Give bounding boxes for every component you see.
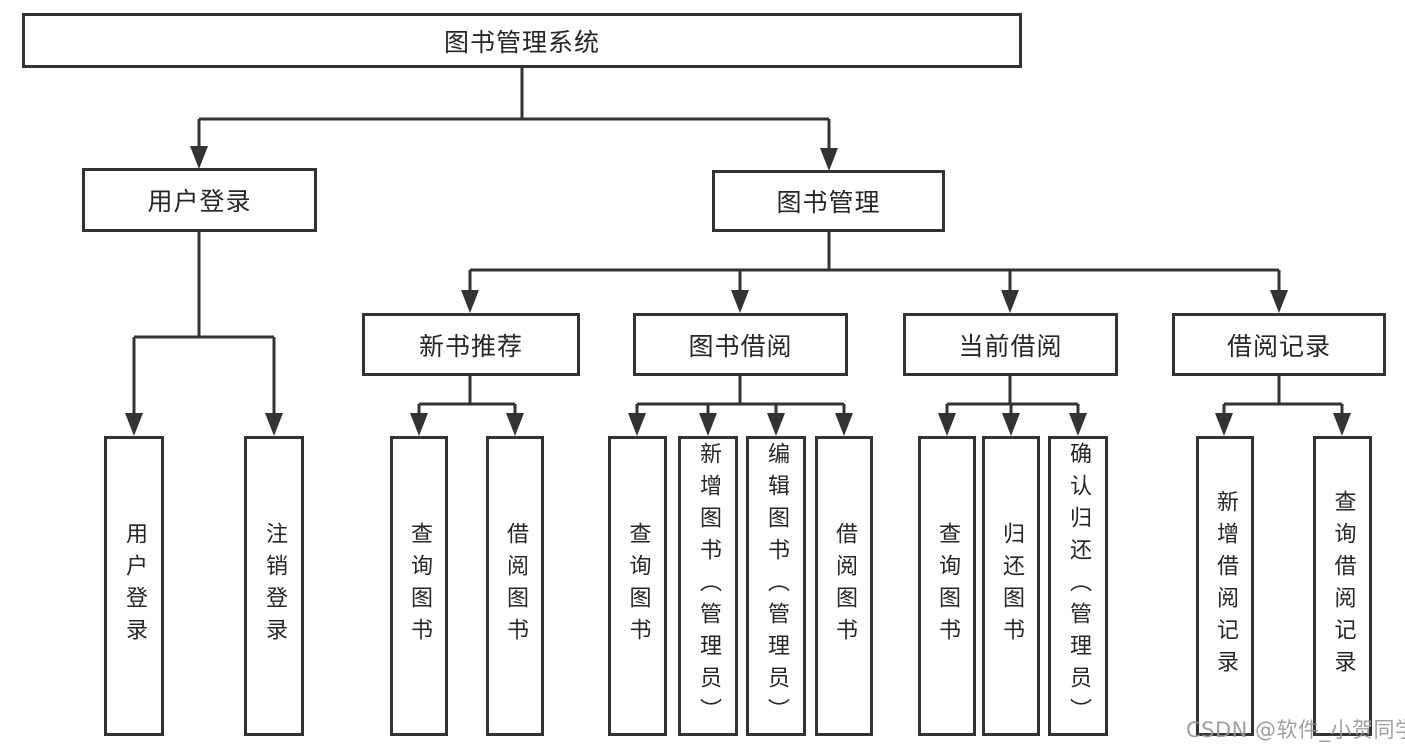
node-label: 新书推荐 xyxy=(418,331,523,361)
leaf-query-borrow-record: 查询借阅记录 xyxy=(1313,436,1372,736)
leaf-confirm-return-admin: 确认归还（管理员） xyxy=(1048,436,1108,736)
node-label: 借阅记录 xyxy=(1226,331,1331,361)
leaf-edit-books-admin: 编辑图书（管理员） xyxy=(746,436,806,736)
leaf-query-books-borrowing: 查询图书 xyxy=(608,436,667,736)
node-label: 归还图书 xyxy=(999,522,1024,650)
leaf-query-books-current: 查询图书 xyxy=(918,436,976,736)
node-label: 查询借阅记录 xyxy=(1330,490,1356,682)
node-borrowing-records: 借阅记录 xyxy=(1172,313,1386,376)
node-label: 借阅图书 xyxy=(503,522,528,650)
leaf-user-login: 用户登录 xyxy=(104,436,164,736)
node-label: 注销登录 xyxy=(262,522,287,650)
node-label: 图书借阅 xyxy=(688,331,793,361)
node-label: 确认归还（管理员） xyxy=(1066,442,1091,730)
node-book-management: 图书管理 xyxy=(712,170,945,232)
node-label: 新增借阅记录 xyxy=(1213,490,1238,682)
node-label: 编辑图书（管理员） xyxy=(764,442,789,730)
leaf-add-borrow-record: 新增借阅记录 xyxy=(1196,436,1254,736)
node-label: 查询图书 xyxy=(625,522,651,650)
node-label: 用户登录 xyxy=(122,522,147,650)
node-label: 借阅图书 xyxy=(832,522,857,650)
node-label: 图书管理系统 xyxy=(443,27,600,57)
leaf-return-books: 归还图书 xyxy=(982,436,1040,736)
leaf-add-books-admin: 新增图书（管理员） xyxy=(678,436,738,736)
node-label: 查询图书 xyxy=(407,522,432,650)
node-label: 当前借阅 xyxy=(958,331,1063,361)
node-book-borrowing: 图书借阅 xyxy=(633,313,848,376)
leaf-query-books-recommend: 查询图书 xyxy=(390,436,448,736)
node-label: 用户登录 xyxy=(147,187,252,216)
node-user-login: 用户登录 xyxy=(82,168,317,232)
csdn-watermark: CSDN @软件_小贺同学 xyxy=(1186,718,1405,742)
leaf-borrow-books-recommend: 借阅图书 xyxy=(486,436,544,736)
node-label: 图书管理 xyxy=(776,188,881,217)
node-current-borrowing: 当前借阅 xyxy=(903,313,1118,376)
node-label: 新增图书（管理员） xyxy=(696,442,721,730)
node-label: 查询图书 xyxy=(935,522,960,650)
node-library-system: 图书管理系统 xyxy=(22,13,1022,68)
leaf-borrow-books-borrowing: 借阅图书 xyxy=(815,436,873,736)
leaf-logout: 注销登录 xyxy=(244,436,304,736)
node-new-book-recommend: 新书推荐 xyxy=(362,313,580,376)
